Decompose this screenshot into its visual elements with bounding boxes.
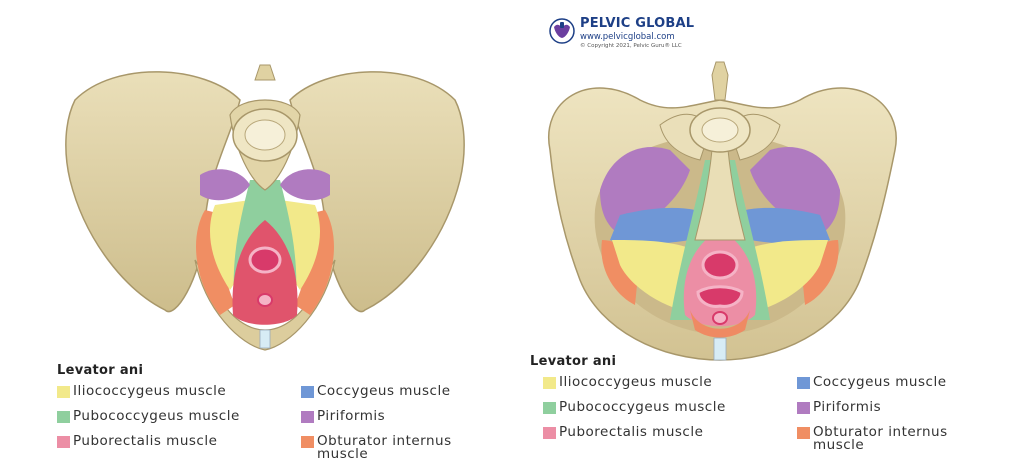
legend-label: Iliococcygeus muscle — [73, 383, 227, 399]
legend-item-coccygeus: Coccygeus muscle — [797, 374, 947, 390]
logo-url: www.pelvicglobal.com — [580, 32, 675, 42]
pelvis-left-svg — [65, 64, 465, 351]
legend-title-left: Levator ani — [57, 363, 144, 378]
legend-label: Puborectalis muscle — [559, 424, 704, 440]
legend-label: Iliococcygeus muscle — [559, 374, 713, 390]
legend-label: Obturator internus muscle — [813, 424, 948, 453]
swatch-coccygeus — [301, 386, 314, 398]
coccygeus-left — [610, 207, 695, 244]
piriformis-left — [200, 169, 250, 201]
swatch-piriformis — [301, 411, 314, 423]
swatch-obturator-internus — [301, 436, 314, 448]
legend-item-piriformis: Piriformis — [797, 399, 882, 415]
pubic-symphysis — [713, 337, 727, 361]
obturator-internus-right — [295, 210, 334, 315]
swatch-iliococcygeus — [543, 377, 556, 389]
legend-item-piriformis: Piriformis — [301, 408, 386, 424]
legend-item-puborectalis: Puborectalis muscle — [543, 424, 704, 440]
legend-item-pubococcygeus: Pubococcygeus muscle — [57, 408, 240, 424]
pelvic-global-logo: PELVIC GLOBAL www.pelvicglobal.com © Cop… — [548, 14, 698, 54]
legend-item-pubococcygeus: Pubococcygeus muscle — [543, 399, 726, 415]
logo-title: PELVIC GLOBAL — [580, 16, 695, 31]
legend-right: Levator ani Iliococcygeus muscle Pubococ… — [530, 354, 970, 452]
legend-item-puborectalis: Puborectalis muscle — [57, 433, 218, 449]
swatch-pubococcygeus — [57, 411, 70, 423]
pelvis-illustration-right — [530, 40, 910, 370]
perineal-body — [690, 310, 750, 338]
anal-opening — [257, 293, 273, 307]
pelvis-right-svg — [547, 61, 897, 361]
urethra-vagina-opening — [248, 246, 282, 274]
logo-copyright: © Copyright 2021, Pelvic Guru® LLC — [580, 43, 682, 49]
legend-item-iliococcygeus: Iliococcygeus muscle — [543, 374, 713, 390]
legend-left: Levator ani Iliococcygeus muscle Pubococ… — [57, 363, 487, 461]
legend-label: Piriformis — [317, 408, 386, 424]
piriformis-right-r — [750, 146, 840, 235]
swatch-coccygeus — [797, 377, 810, 389]
legend-label: Pubococcygeus muscle — [73, 408, 240, 424]
piriformis-left-r — [600, 146, 690, 235]
legend-label: Coccygeus muscle — [317, 383, 451, 399]
legend-label: Obturator internus muscle — [317, 433, 452, 462]
legend-label: Piriformis — [813, 399, 882, 415]
swatch-pubococcygeus — [543, 402, 556, 414]
legend-label: Coccygeus muscle — [813, 374, 947, 390]
anal-opening-r — [712, 311, 728, 325]
coccygeus-right — [745, 207, 830, 244]
swatch-puborectalis — [57, 436, 70, 448]
legend-title-right: Levator ani — [530, 354, 617, 369]
iliococcygeus-left-r — [612, 240, 695, 310]
swatch-piriformis — [797, 402, 810, 414]
iliococcygeus-right-r — [745, 240, 828, 310]
pelvis-logo-icon — [549, 18, 575, 44]
vertebra-canal — [244, 119, 286, 151]
pelvis-illustration-left — [55, 60, 475, 360]
spinous-process — [254, 64, 276, 81]
legend-label: Puborectalis muscle — [73, 433, 218, 449]
legend-item-obturator-internus: Obturator internus muscle — [797, 424, 967, 453]
legend-item-iliococcygeus: Iliococcygeus muscle — [57, 383, 227, 399]
pubic-arch — [194, 259, 336, 351]
swatch-puborectalis — [543, 427, 556, 439]
coccyx-tip — [259, 329, 271, 349]
swatch-iliococcygeus — [57, 386, 70, 398]
piriformis-right — [280, 169, 330, 201]
obturator-internus-left — [196, 210, 235, 315]
coccyx — [694, 149, 746, 241]
swatch-obturator-internus — [797, 427, 810, 439]
legend-label: Pubococcygeus muscle — [559, 399, 726, 415]
urethra-opening-r — [701, 250, 739, 280]
vaginal-opening-r — [696, 285, 744, 308]
legend-item-coccygeus: Coccygeus muscle — [301, 383, 451, 399]
vertebra-canal-r — [701, 117, 739, 143]
spinous-process-r — [711, 61, 729, 101]
legend-item-obturator-internus: Obturator internus muscle — [301, 433, 471, 462]
